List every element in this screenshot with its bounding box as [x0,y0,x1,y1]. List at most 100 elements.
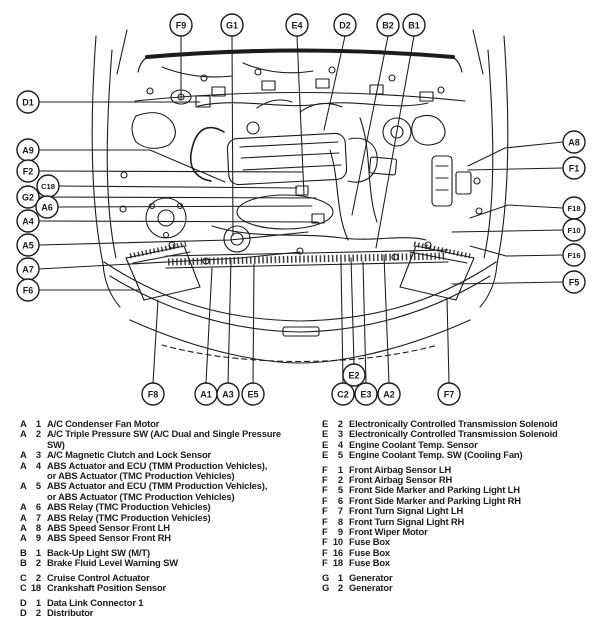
leader-line-G1 [231,35,234,236]
legend-code-number: 1 [35,418,41,429]
leader-line-F18 [469,204,564,219]
legend-code-number: 8 [35,522,41,534]
callout-B2: B2 [351,13,400,216]
callout-circle-F1 [562,156,586,180]
legend-label: Engine Coolant Temp. Sensor [349,438,478,450]
legend-code-letter: F [322,546,328,558]
legend-code-letter: B [20,546,27,558]
callout-A1: A1 [194,267,218,406]
vehicle-body-outline [91,29,509,364]
callout-F2: F2 [16,159,304,183]
legend-code-number: 4 [337,438,343,450]
leader-line-E2 [350,257,355,365]
legend-code-letter: F [322,494,328,506]
legend-code-number: 8 [337,515,343,527]
callout-label-A7: A7 [22,265,34,275]
legend-code-letter: F [322,474,328,486]
legend-label: Front Airbag Sensor LH [349,463,452,475]
callout-label-B1: B1 [408,21,420,31]
callout-E4: E4 [285,13,309,196]
callout-label-A1: A1 [200,390,212,400]
legend-code-letter: E [322,449,329,461]
engine-bay-line-art: F9G1E4D2B2B1D1A9F2C18G2A6A4A5A7F6A8F1F18… [16,13,586,406]
callout-A4: A4 [16,209,319,233]
legend-code-letter: F [322,484,328,496]
legend-code-letter: E [322,418,329,429]
callout-F7: F7 [437,297,461,406]
callout-label-B2: B2 [382,21,394,31]
legend-label: Engine Coolant Temp. SW (Cooling Fan) [349,449,523,461]
callout-F6: F6 [16,278,141,302]
callout-label-E4: E4 [291,21,302,31]
legend-label: Data Link Connector 1 [47,596,144,608]
legend-code-letter: E [322,438,329,450]
leader-line-C2 [340,261,344,384]
legend-code-number: 2 [35,606,41,618]
legend-code-number: 9 [35,532,41,544]
callout-F10: F10 [451,218,586,242]
legend-label: Front Airbag Sensor RH [349,474,453,486]
legend-label: Electronically Controlled Transmission S… [349,418,558,429]
legend-label: ABS Relay (TMC Production Vehicles) [47,501,211,513]
leader-line-A1 [205,267,213,384]
callout-circle-E5 [241,382,265,406]
legend-code-letter: F [322,526,328,538]
leader-line-C18 [58,185,298,189]
legend-label: A/C Triple Pressure SW (A/C Dual and Sin… [47,428,281,450]
callout-G2: G2 [16,185,317,209]
callout-label-G1: G1 [226,21,238,31]
callout-label-A6: A6 [41,203,53,213]
legend-code-number: 7 [337,505,343,517]
legend-code-number: 6 [35,501,41,513]
callout-circle-F7 [437,382,461,406]
leader-line-F10 [451,229,564,233]
legend-label: Front Side Marker and Parking Light LH [349,484,520,496]
leader-line-A3 [227,259,232,384]
legend-code-number: 2 [337,582,343,594]
legend-label: Fuse Box [349,536,390,548]
legend-label: ABS Speed Sensor Front RH [47,532,171,544]
leader-line-D2 [323,35,346,131]
legend-code-letter: F [322,536,328,548]
callout-G1: G1 [220,13,244,236]
leader-line-B2 [351,35,389,216]
callout-label-D2: D2 [339,21,351,31]
legend-code-number: 1 [35,596,41,608]
leader-line-B1 [375,35,415,249]
leader-line-A4 [38,220,319,223]
leader-line-A7 [38,251,301,270]
leader-line-A8 [467,141,564,167]
legend-code-number: 7 [35,511,41,523]
leader-line-A5 [38,231,309,246]
callout-C18: C18 [36,174,298,198]
legend-label: Front Side Marker and Parking Light RH [349,494,521,506]
callout-circle-A2 [377,382,401,406]
callout-F5: F5 [451,270,586,294]
leader-line-E4 [296,35,305,196]
